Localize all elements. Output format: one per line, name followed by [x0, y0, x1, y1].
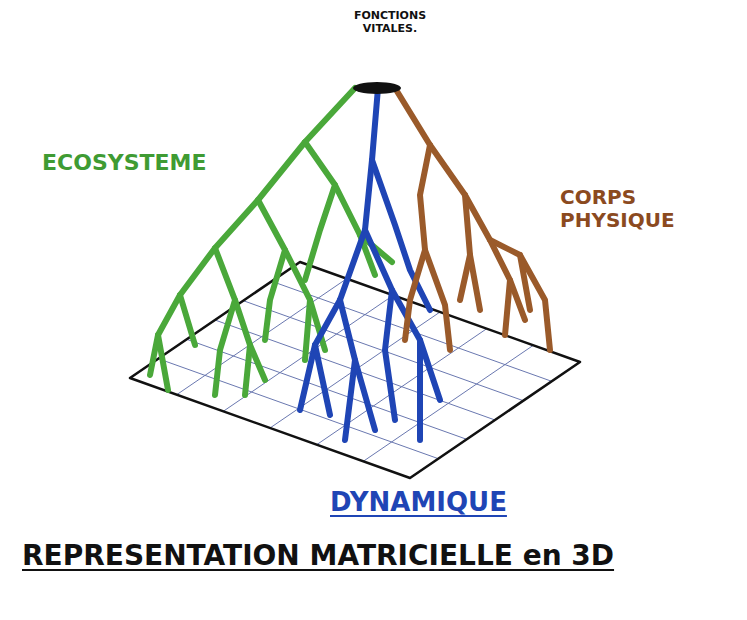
summit-blob [353, 82, 401, 94]
physical-body-tree [395, 88, 550, 350]
ecosystem-label: ECOSYSTEME [42, 150, 252, 175]
diagram-title: REPRESENTATION MATRICIELLE en 3D [22, 540, 727, 572]
summit-label-box: FONCTIONS VITALES. [345, 10, 435, 35]
physical-body-label-box: CORPS PHYSIQUE [560, 186, 695, 232]
summit-label: FONCTIONS VITALES. [345, 10, 435, 35]
diagram-title-box: REPRESENTATION MATRICIELLE en 3D [22, 540, 727, 572]
dynamics-label-box: DYNAMIQUE [330, 488, 550, 518]
dynamics-tree [300, 88, 440, 440]
physical-body-label: CORPS PHYSIQUE [560, 186, 695, 232]
ecosystem-tree [150, 88, 392, 395]
ecosystem-label-box: ECOSYSTEME [42, 150, 252, 175]
dynamics-label: DYNAMIQUE [330, 488, 550, 518]
grid [130, 262, 580, 478]
